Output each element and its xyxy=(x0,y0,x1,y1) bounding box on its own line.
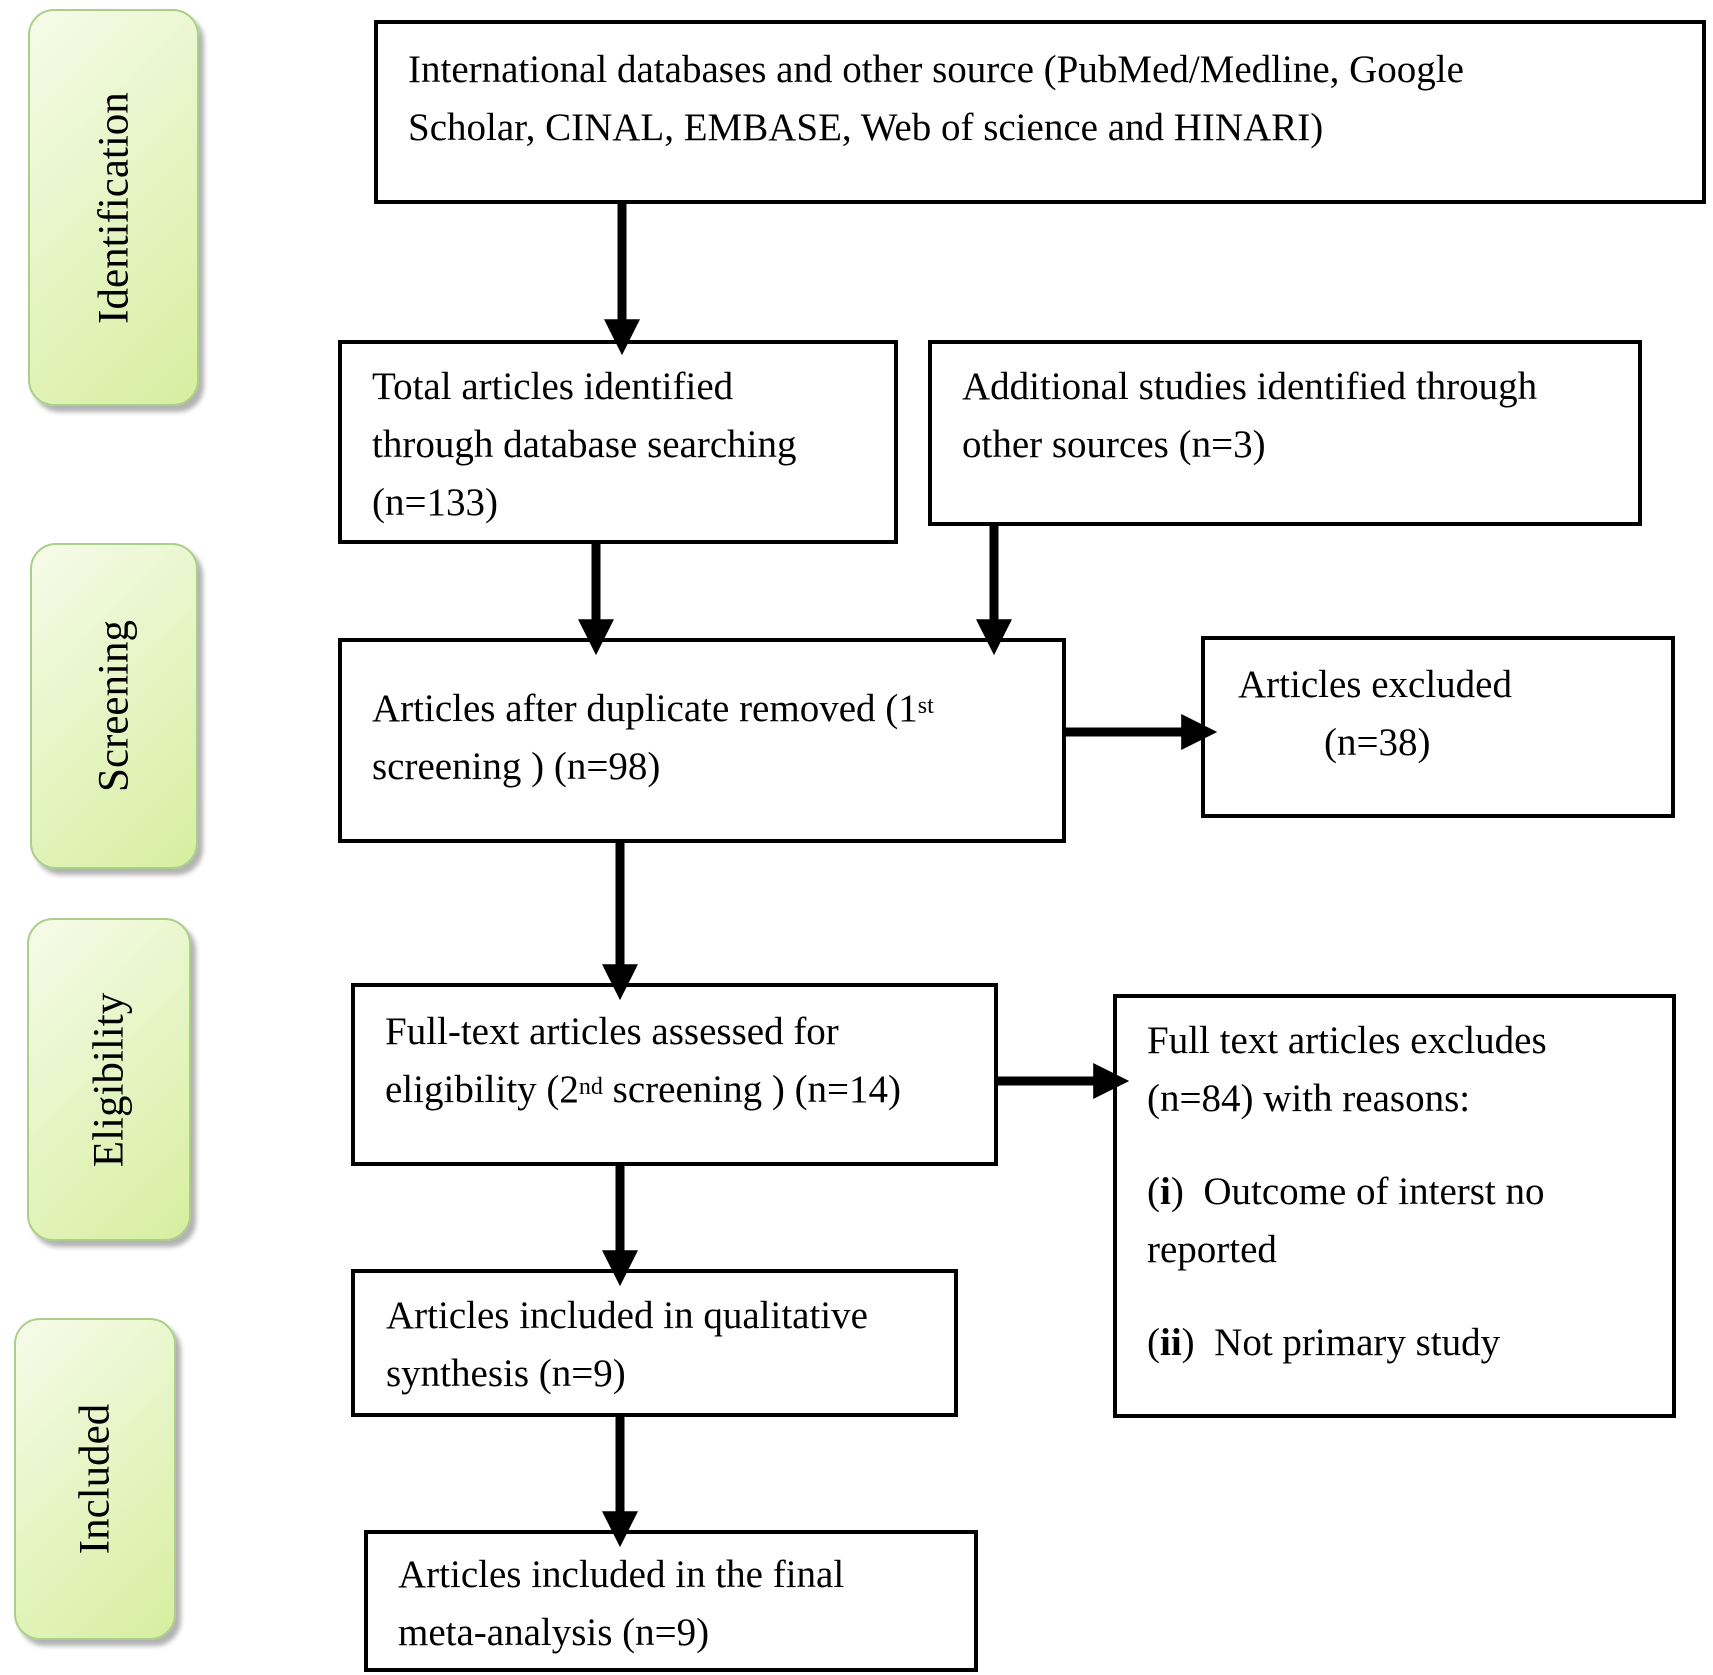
full-text-assessed-box: Full-text articles assessed for eligibil… xyxy=(351,983,998,1166)
after-duplicates-line-1-sup: st xyxy=(917,692,934,719)
sources-line-2: Scholar, CINAL, EMBASE, Web of science a… xyxy=(408,106,1324,149)
reason-2-marker-open: ( xyxy=(1147,1321,1160,1364)
articles-excluded-box: Articles excluded (n=38) xyxy=(1201,636,1675,818)
reason-1-marker: i xyxy=(1160,1170,1171,1213)
database-search-line-3: (n=133) xyxy=(372,481,498,524)
stage-eligibility: Eligibility xyxy=(27,918,191,1241)
reason-1-line-2: reported xyxy=(1147,1228,1277,1271)
reason-2-marker: ii xyxy=(1160,1321,1182,1364)
qualitative-line-1: Articles included in qualitative xyxy=(386,1294,868,1337)
full-text-assessed-line-2-sup: nd xyxy=(578,1073,603,1100)
after-duplicates-box: Articles after duplicate removed (1st sc… xyxy=(338,638,1066,843)
stage-screening: Screening xyxy=(30,543,198,869)
reason-1-marker-open: ( xyxy=(1147,1170,1160,1213)
after-duplicates-line-2: screening ) (n=98) xyxy=(372,745,661,788)
other-sources-line-1: Additional studies identified through xyxy=(962,365,1538,408)
full-text-assessed-line-1: Full-text articles assessed for xyxy=(385,1010,839,1053)
reason-2-marker-close: ) xyxy=(1181,1321,1195,1364)
reason-1-marker-close: ) xyxy=(1170,1170,1184,1213)
qualitative-line-2: synthesis (n=9) xyxy=(386,1352,626,1395)
full-text-excluded-line-2: (n=84) with reasons: xyxy=(1147,1077,1471,1120)
reason-2-line: (ii) Not primary study xyxy=(1147,1314,1547,1372)
qualitative-synthesis-box: Articles included in qualitative synthes… xyxy=(351,1269,958,1417)
stage-identification: Identification xyxy=(28,9,199,406)
full-text-excluded-line-1: Full text articles excludes xyxy=(1147,1019,1547,1062)
database-search-line-2: through database searching xyxy=(372,423,797,466)
database-search-box: Total articles identified through databa… xyxy=(338,340,898,544)
full-text-assessed-line-2: eligibility (2nd screening ) (n=14) xyxy=(385,1061,901,1119)
meta-analysis-line-1: Articles included in the final xyxy=(398,1553,845,1596)
other-sources-box: Additional studies identified through ot… xyxy=(928,340,1642,526)
meta-analysis-box: Articles included in the final meta-anal… xyxy=(364,1530,978,1672)
sources-box: International databases and other source… xyxy=(374,20,1706,204)
after-duplicates-line-1: Articles after duplicate removed (1st xyxy=(372,680,934,738)
full-text-assessed-line-2-pre: eligibility (2 xyxy=(385,1068,579,1111)
reason-2-text: Not primary study xyxy=(1194,1321,1501,1364)
database-search-line-1: Total articles identified xyxy=(372,365,734,408)
full-text-excluded-box: Full text articles excludes (n=84) with … xyxy=(1113,994,1676,1418)
articles-excluded-line-2: (n=38) xyxy=(1324,721,1431,764)
meta-analysis-line-2: meta-analysis (n=9) xyxy=(398,1611,710,1654)
full-text-assessed-line-2-post: screening ) (n=14) xyxy=(602,1068,902,1111)
stage-included: Included xyxy=(14,1318,176,1640)
after-duplicates-line-1-text: Articles after duplicate removed (1 xyxy=(372,687,918,730)
other-sources-line-2: other sources (n=3) xyxy=(962,423,1266,466)
reason-1-text: Outcome of interst no xyxy=(1183,1170,1545,1213)
articles-excluded-line-1: Articles excluded xyxy=(1238,663,1512,706)
sources-line-1: International databases and other source… xyxy=(408,48,1464,91)
reason-1-line-1: (i) Outcome of interst no xyxy=(1147,1163,1547,1221)
